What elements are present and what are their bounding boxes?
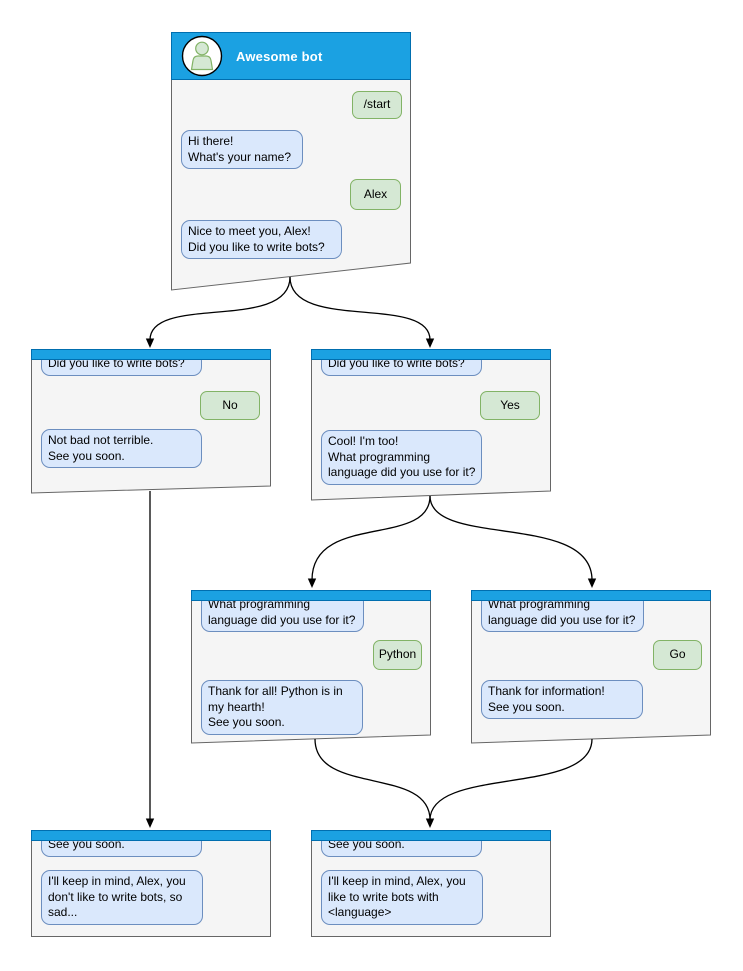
arrowhead-icon <box>307 578 317 588</box>
arrowhead-icon <box>587 578 597 588</box>
chat-window-python-branch: What programming language did you use fo… <box>191 590 431 743</box>
flow-arrow-yes-to-go <box>429 495 593 581</box>
message-bubble-bot: Cool! I'm too! What programming language… <box>321 430 482 485</box>
bot-avatar-person-icon <box>181 35 223 77</box>
message-bubble-user: Python <box>373 640 422 670</box>
arrowhead-icon <box>145 818 155 828</box>
chat-window-main: Awesome bot /start Hi there! What's your… <box>171 32 411 290</box>
message-bubble-bot: I'll keep in mind, Alex, you don't like … <box>41 870 203 925</box>
bot-title: Awesome bot <box>236 48 323 64</box>
flow-arrow-yes-to-python <box>311 495 431 581</box>
message-bubble-user: Yes <box>480 391 540 420</box>
message-bubble-bot: Not bad not terrible. See you soon. <box>41 429 202 468</box>
window-header <box>31 830 271 841</box>
message-bubble-user: Go <box>653 640 702 670</box>
arrowhead-icon <box>425 338 435 348</box>
chat-window-end-no: See you soon. I'll keep in mind, Alex, y… <box>31 830 271 937</box>
chat-window-no-branch: Did you like to write bots? No Not bad n… <box>31 349 271 493</box>
message-bubble-user: Alex <box>350 179 401 210</box>
window-header-main: Awesome bot <box>171 32 411 80</box>
message-bubble-user: No <box>200 391 260 420</box>
message-bubble-bot: I'll keep in mind, Alex, you like to wri… <box>321 870 483 925</box>
flow-arrow-main-to-no <box>149 276 291 341</box>
window-header <box>471 590 711 601</box>
flow-arrow-python-to-end <box>314 738 431 821</box>
chat-window-go-branch: What programming language did you use fo… <box>471 590 711 743</box>
arrowhead-icon <box>425 818 435 828</box>
window-header <box>311 830 551 841</box>
chat-window-yes-branch: Did you like to write bots? Yes Cool! I'… <box>311 349 551 500</box>
window-header <box>31 349 271 360</box>
message-bubble-bot: Thank for information! See you soon. <box>481 680 643 719</box>
message-bubble-bot: Hi there! What's your name? <box>181 130 303 169</box>
window-header <box>191 590 431 601</box>
message-bubble-bot: Nice to meet you, Alex! Did you like to … <box>181 220 342 259</box>
flow-arrow-go-to-end <box>429 738 593 821</box>
window-header <box>311 349 551 360</box>
chat-window-end-language: See you soon. I'll keep in mind, Alex, y… <box>311 830 551 937</box>
flow-arrow-main-to-yes <box>289 276 431 341</box>
message-bubble-user: /start <box>352 91 402 119</box>
arrowhead-icon <box>145 338 155 348</box>
message-bubble-bot: Thank for all! Python is in my hearth! S… <box>201 680 363 735</box>
